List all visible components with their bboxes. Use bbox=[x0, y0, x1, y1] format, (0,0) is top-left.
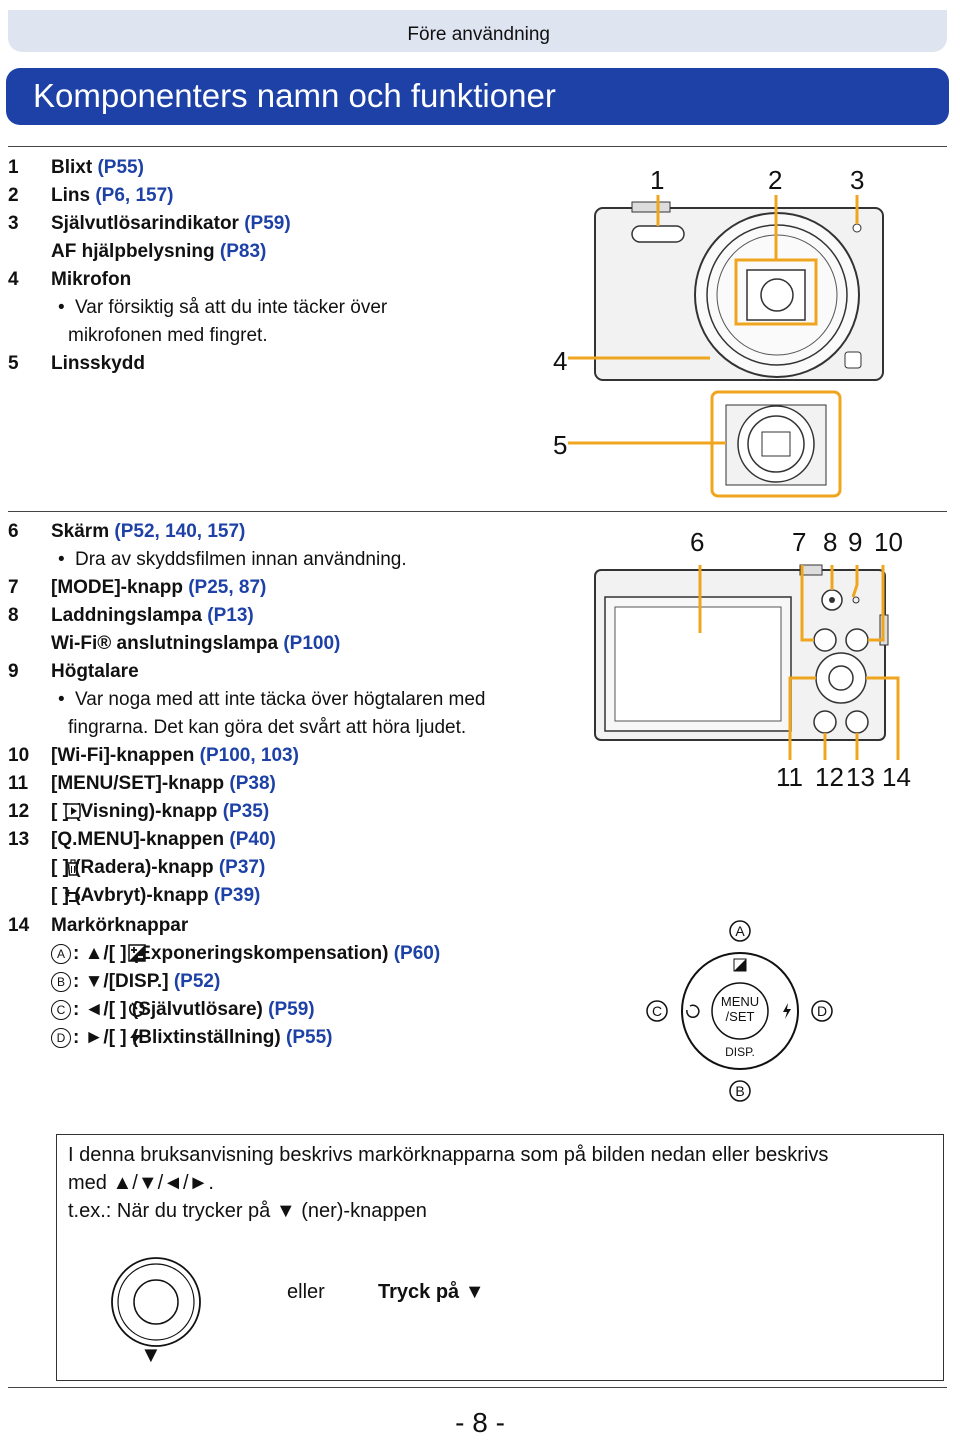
callout-1: 1 bbox=[650, 165, 665, 195]
item-label: [ ] (Avbryt)-knapp (P39) bbox=[51, 885, 261, 906]
callout-14: 14 bbox=[882, 762, 911, 792]
camera-front-diagram bbox=[568, 195, 884, 498]
dial-label-b: B bbox=[735, 1083, 745, 1099]
item-label: [MENU/SET]-knapp (P38) bbox=[51, 773, 276, 794]
note: •Var noga med att inte täcka över högtal… bbox=[58, 689, 486, 710]
item-label: Självutlösarindikator (P59) bbox=[51, 213, 291, 234]
info-box bbox=[56, 1134, 944, 1381]
item-num: 8 bbox=[8, 605, 19, 626]
exposure-icon bbox=[128, 944, 146, 962]
cursor-item-d: D: ►/[ ] (Blixtinställning) (P55) bbox=[51, 1024, 332, 1052]
callout-4: 4 bbox=[553, 346, 568, 376]
item-num: 14 bbox=[8, 915, 30, 936]
press-text: Tryck på ▼ bbox=[378, 1281, 485, 1303]
dial-label-d: D bbox=[816, 1003, 828, 1019]
item-label: Wi-Fi® anslutningslampa (P100) bbox=[51, 633, 341, 654]
section-band bbox=[8, 10, 947, 52]
page-title: Komponenters namn och funktioner bbox=[33, 77, 556, 114]
item-label: Laddningslampa (P13) bbox=[51, 605, 254, 626]
item-label: Högtalare bbox=[51, 661, 139, 682]
item-num: 6 bbox=[8, 521, 19, 542]
item-label: Linsskydd bbox=[51, 353, 145, 374]
item-label: [ ] (Visning)-knapp (P35) bbox=[51, 801, 270, 822]
info-line-3: t.ex.: När du trycker på ▼ (ner)-knappen bbox=[68, 1200, 427, 1222]
item-label: [Wi-Fi]-knappen (P100, 103) bbox=[51, 745, 299, 766]
camera-back-diagram bbox=[594, 564, 900, 760]
dial-label-c: C bbox=[651, 1003, 663, 1019]
item-label: Lins (P6, 157) bbox=[51, 185, 174, 206]
item-label: [MODE]-knapp (P25, 87) bbox=[51, 577, 267, 598]
page-number: - 8 - bbox=[455, 1407, 505, 1438]
item-label: Blixt (P55) bbox=[51, 157, 144, 178]
trash-icon bbox=[67, 859, 79, 876]
item-label: Skärm (P52, 140, 157) bbox=[51, 521, 246, 542]
cursor-item-a: A: ▲/[ ] (Exponeringskompensation) (P60) bbox=[51, 940, 440, 968]
section-label: Före användning bbox=[407, 24, 550, 45]
dial-menu-label: MENU bbox=[720, 994, 760, 1009]
callout-9: 9 bbox=[848, 527, 863, 557]
callout-13: 13 bbox=[846, 762, 875, 792]
item-label: Mikrofon bbox=[51, 269, 132, 290]
callout-8: 8 bbox=[823, 527, 838, 557]
divider bbox=[8, 146, 947, 147]
item-num: 1 bbox=[8, 157, 19, 178]
divider bbox=[8, 511, 947, 512]
cursor-dial-diagram bbox=[646, 920, 833, 1102]
divider bbox=[8, 1387, 947, 1388]
item-num: 4 bbox=[8, 269, 19, 290]
note: •Dra av skyddsfilmen innan användning. bbox=[58, 549, 407, 570]
callout-12: 12 bbox=[815, 762, 844, 792]
callout-5: 5 bbox=[553, 430, 568, 460]
callout-7: 7 bbox=[792, 527, 807, 557]
dial-label-a: A bbox=[735, 923, 745, 939]
item-num: 7 bbox=[8, 577, 19, 598]
cursor-item-b: B: ▼/[DISP.] (P52) bbox=[51, 968, 220, 996]
item-num: 13 bbox=[8, 829, 30, 850]
callout-3: 3 bbox=[850, 165, 865, 195]
note: fingrarna. Det kan göra det svårt att hö… bbox=[68, 717, 467, 738]
item-num: 11 bbox=[8, 773, 29, 794]
item-label: Markörknappar bbox=[51, 915, 189, 936]
callout-6: 6 bbox=[690, 527, 705, 557]
title-bar bbox=[6, 68, 949, 125]
item-num: 10 bbox=[8, 745, 30, 766]
dial-disp-label: DISP. bbox=[725, 1045, 755, 1059]
note: mikrofonen med fingret. bbox=[68, 325, 268, 346]
callout-2: 2 bbox=[768, 165, 783, 195]
note: •Var försiktig så att du inte täcker öve… bbox=[58, 297, 388, 318]
item-label: AF hjälpbelysning (P83) bbox=[51, 241, 267, 262]
item-num: 2 bbox=[8, 185, 19, 206]
dial-set-label: /SET bbox=[725, 1009, 755, 1024]
playback-icon bbox=[65, 803, 81, 819]
info-line-2: med ▲/▼/◄/►. bbox=[68, 1172, 214, 1194]
item-label: [ ] (Radera)-knapp (P37) bbox=[51, 857, 266, 878]
or-text: eller bbox=[287, 1281, 325, 1303]
callout-11: 11 bbox=[776, 762, 803, 792]
dial-example-icon bbox=[111, 1257, 201, 1347]
cursor-item-c: C: ◄/[ ] (Självutlösare) (P59) bbox=[51, 996, 315, 1024]
item-num: 3 bbox=[8, 213, 19, 234]
self-timer-icon bbox=[128, 1001, 145, 1017]
item-num: 12 bbox=[8, 801, 30, 822]
item-num: 5 bbox=[8, 353, 19, 374]
item-num: 9 bbox=[8, 661, 19, 682]
down-arrow-icon: ▼ bbox=[140, 1342, 162, 1367]
callout-10: 10 bbox=[874, 527, 903, 557]
flash-icon bbox=[130, 1029, 141, 1045]
info-line-1: I denna bruksanvisning beskrivs markörkn… bbox=[68, 1144, 829, 1166]
cancel-icon bbox=[65, 889, 80, 902]
item-label: [Q.MENU]-knappen (P40) bbox=[51, 829, 276, 850]
